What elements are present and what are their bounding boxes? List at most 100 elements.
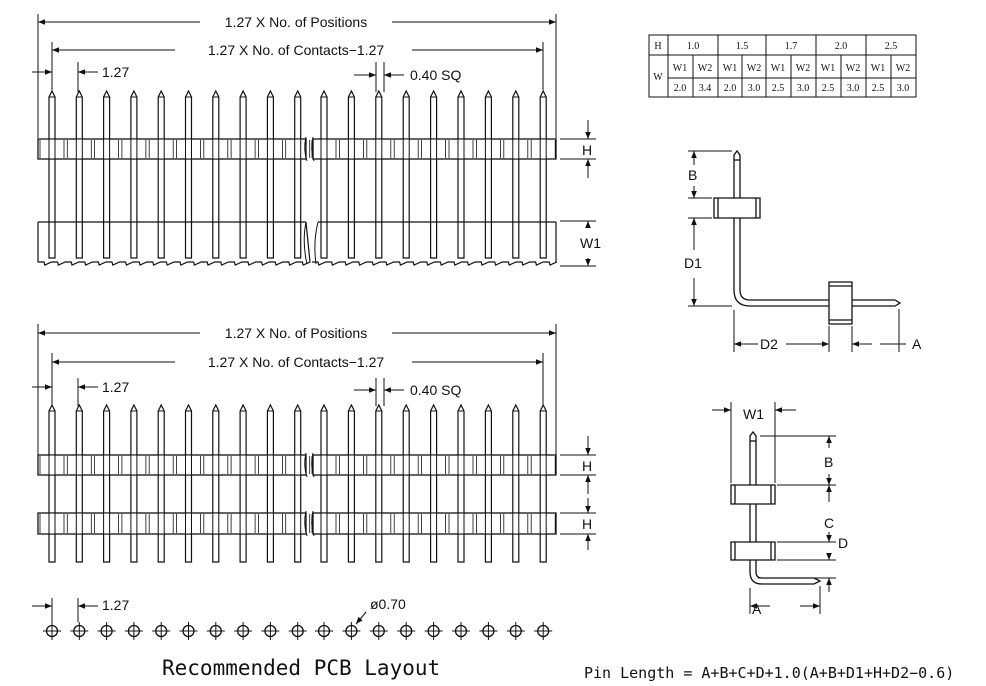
pin-through-insulator <box>484 512 492 535</box>
break-line <box>304 510 308 537</box>
pin <box>130 89 138 259</box>
pin-through-insulator <box>185 138 192 160</box>
top-sq-label: 0.40 SQ <box>410 67 461 83</box>
ra-a-label: A <box>912 336 922 352</box>
table-w2-value: 3.0 <box>797 83 810 94</box>
rear-body-right <box>312 222 558 266</box>
dual-pitch-label: 1.27 <box>102 379 129 395</box>
pin-through-insulator <box>103 138 111 160</box>
pin-through-insulator <box>512 138 520 160</box>
break-line <box>304 136 308 162</box>
table-w1-value: 2.5 <box>772 83 785 94</box>
pin-length-formula: Pin Length = A+B+C+D+1.0(A+B+D1+H+D2−0.6… <box>584 664 954 682</box>
table-h-value: 1.0 <box>687 41 700 52</box>
pin <box>266 89 274 259</box>
dual-pitch-dimension <box>32 378 98 406</box>
pin <box>347 89 355 259</box>
table-w1-value: 2.5 <box>872 83 885 94</box>
pin-through-insulator <box>212 138 220 160</box>
pin-through-insulator <box>375 512 383 535</box>
top-pitch-dimension <box>32 62 98 92</box>
pin <box>457 403 465 563</box>
table-w2-value: 3.0 <box>847 83 860 94</box>
dual-insulator-upper <box>37 452 557 478</box>
pin <box>75 89 83 259</box>
pin-through-insulator <box>512 512 520 535</box>
pin-through-insulator <box>320 512 328 535</box>
table-h-value: 2.0 <box>835 41 848 52</box>
dual-h-lower-label: H <box>582 516 592 532</box>
top-positions-label: 1.27 X No. of Positions <box>225 14 367 30</box>
side-w1-label: W1 <box>743 406 764 422</box>
pin <box>294 403 302 563</box>
pin-through-insulator <box>320 138 328 160</box>
pin <box>484 403 492 563</box>
break-line <box>314 221 319 265</box>
pin-through-insulator <box>239 138 247 160</box>
side-c-label: C <box>824 515 834 531</box>
pin <box>430 403 438 563</box>
dual-sq-label: 0.40 SQ <box>410 382 461 398</box>
pin-through-insulator <box>212 512 220 535</box>
pin <box>239 403 247 563</box>
pin <box>375 403 383 563</box>
side-insulator-lower <box>730 541 776 561</box>
pin <box>320 89 328 259</box>
dual-contacts-dimension <box>51 353 544 405</box>
pin-through-insulator <box>239 454 247 476</box>
pin <box>457 89 465 259</box>
pin <box>402 89 410 259</box>
pin-through-insulator <box>539 138 547 160</box>
ra-insulator-right <box>828 281 853 325</box>
side-dimensions <box>712 402 836 614</box>
top-h-label: H <box>582 142 592 158</box>
pcb-caption: Recommended PCB Layout <box>162 656 440 680</box>
top-lower-body <box>37 221 558 266</box>
dual-insulator-side-view <box>730 430 822 585</box>
pin-through-insulator <box>294 138 302 160</box>
pin-through-insulator <box>157 454 165 476</box>
table-w-header: W <box>653 72 663 83</box>
table-w2-value: 3.0 <box>897 83 910 94</box>
pin-through-insulator <box>75 512 83 535</box>
pin-through-insulator <box>157 512 165 535</box>
pin <box>347 403 355 563</box>
table-w2-header: W2 <box>698 63 712 74</box>
dual-contacts-label: 1.27 X No. of Contacts−1.27 <box>208 354 384 370</box>
dual-row-header-view: 1.27 X No. of Positions 1.27 X No. of Co… <box>32 324 596 563</box>
dual-h-upper-label: H <box>582 458 592 474</box>
pin <box>157 89 165 259</box>
pin-through-insulator <box>484 454 492 476</box>
top-sq-dimension <box>354 62 404 92</box>
pin-through-insulator <box>266 138 274 160</box>
top-w1-dimension <box>560 220 596 267</box>
ra-insulator-upper <box>713 197 761 219</box>
pin-through-insulator <box>157 138 165 160</box>
dual-sq-dimension <box>354 378 404 406</box>
side-a-label: A <box>752 601 762 617</box>
side-b-label: B <box>824 454 833 470</box>
top-h-dimension <box>560 120 596 178</box>
pin-through-insulator <box>48 512 56 535</box>
top-positions-dimension <box>37 14 557 138</box>
pin-through-insulator <box>185 512 192 535</box>
table-h-value: 2.5 <box>885 41 898 52</box>
pin-through-insulator <box>457 512 465 535</box>
pin <box>157 403 165 563</box>
table-w2-header: W2 <box>896 63 910 74</box>
table-w2-value: 3.0 <box>748 83 761 94</box>
table-w1-header: W1 <box>771 63 785 74</box>
pin-through-insulator <box>130 138 138 160</box>
top-pitch-label: 1.27 <box>102 64 129 80</box>
pin <box>75 403 83 563</box>
pin-through-insulator <box>347 454 355 476</box>
pin <box>184 403 193 563</box>
table-w1-header: W1 <box>871 63 885 74</box>
pin-through-insulator <box>402 138 410 160</box>
table-w1-header: W1 <box>821 63 835 74</box>
pin <box>48 89 56 259</box>
dual-positions-dimension <box>37 324 557 456</box>
pcb-pitch-dimension <box>32 598 98 622</box>
pin <box>402 403 410 563</box>
pin-through-insulator <box>375 138 383 160</box>
